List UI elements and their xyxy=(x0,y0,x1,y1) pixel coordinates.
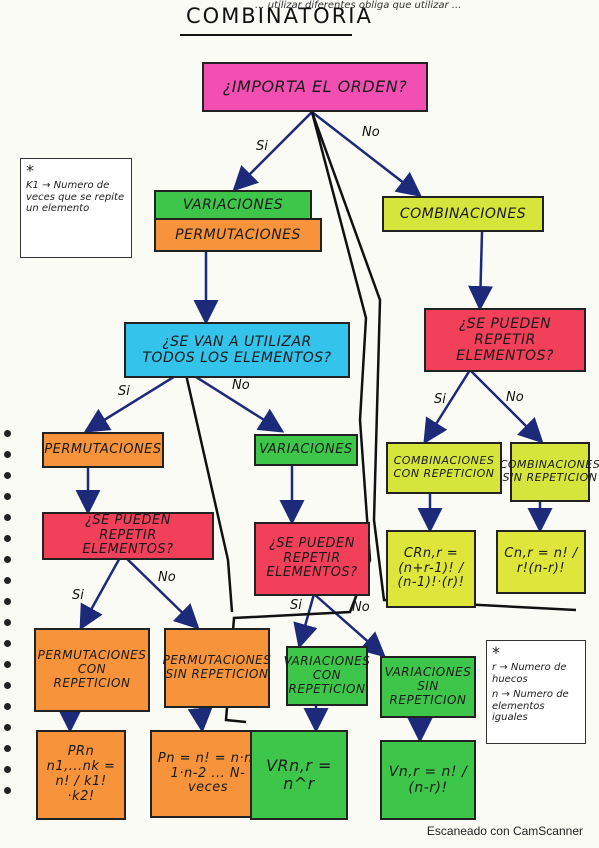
node-perm-sin-rep: PERMUTACIONES SIN REPETICION xyxy=(163,628,271,708)
node-pueden-repetir-perm: ¿SE PUEDEN REPETIR ELEMENTOS? xyxy=(42,512,214,560)
node-utilizar-todos: ¿SE VAN A UTILIZAR TODOS LOS ELEMENTOS? xyxy=(124,322,350,378)
node-permutaciones: PERMUTACIONES xyxy=(154,218,322,252)
edge-label-si: Si xyxy=(434,392,446,407)
edge-label-no: No xyxy=(232,378,250,393)
edge-label-no: No xyxy=(352,600,370,615)
edge-label-no: No xyxy=(362,125,380,140)
node-var-sin-rep: VARIACIONES SIN REPETICION xyxy=(380,656,476,718)
note-right-text-n: n → Numero de elementos iguales xyxy=(492,689,569,724)
note-star: * xyxy=(492,643,500,662)
node-pueden-repetir-var: ¿SE PUEDEN REPETIR ELEMENTOS? xyxy=(254,522,370,596)
formula-vr: VRn,r = n^r xyxy=(250,730,348,820)
note-right: * r → Numero de huecos n → Numero de ele… xyxy=(486,640,586,744)
formula-c: Cn,r = n! / r!(n-r)! xyxy=(496,530,586,594)
note-star: * xyxy=(26,161,34,180)
header-scribble: ... utilizar diferentes obliga que utili… xyxy=(255,0,462,11)
formula-pr: PRn n1,...nk = n! / k1!·k2! xyxy=(36,730,126,820)
title-underline xyxy=(180,34,352,36)
node-permutaciones-sub: PERMUTACIONES xyxy=(42,432,164,468)
node-variaciones-sub: VARIACIONES xyxy=(254,434,358,466)
page-title: COMBINATORIA xyxy=(186,4,373,28)
note-left-text: K1 → Numero de veces que se repite un el… xyxy=(26,180,125,215)
edge-label-no: No xyxy=(506,390,524,405)
node-comb-sin-rep: COMBINACIONES SIN REPETICION xyxy=(500,442,599,502)
camscanner-footer: Escaneado con CamScanner xyxy=(426,824,583,838)
node-importa-orden: ¿IMPORTA EL ORDEN? xyxy=(202,62,428,112)
formula-cr: CRn,r = (n+r-1)! / (n-1)!·(r)! xyxy=(386,530,476,608)
node-comb-con-rep: COMBINACIONES CON REPETICION xyxy=(386,442,502,494)
note-left: * K1 → Numero de veces que se repite un … xyxy=(20,158,132,258)
edge-label-no: No xyxy=(158,570,176,585)
node-combinaciones: COMBINACIONES xyxy=(382,196,544,232)
notebook-spiral xyxy=(0,430,14,830)
edge-label-si: Si xyxy=(72,588,84,603)
formula-v: Vn,r = n! / (n-r)! xyxy=(380,740,476,820)
edge-label-si: Si xyxy=(290,598,302,613)
node-perm-con-rep: PERMUTACIONES CON REPETICION xyxy=(34,628,150,712)
node-variaciones: VARIACIONES xyxy=(154,190,312,218)
edge-label-si: Si xyxy=(118,384,130,399)
edge-label-si: Si xyxy=(256,139,268,154)
node-var-con-rep: VARIACIONES CON REPETICION xyxy=(284,646,370,706)
note-right-text-r: r → Numero de huecos xyxy=(492,662,567,685)
formula-p: Pn = n! = n·n-1·n-2 ... N-veces xyxy=(150,730,266,818)
node-pueden-repetir-comb: ¿SE PUEDEN REPETIR ELEMENTOS? xyxy=(424,308,586,372)
